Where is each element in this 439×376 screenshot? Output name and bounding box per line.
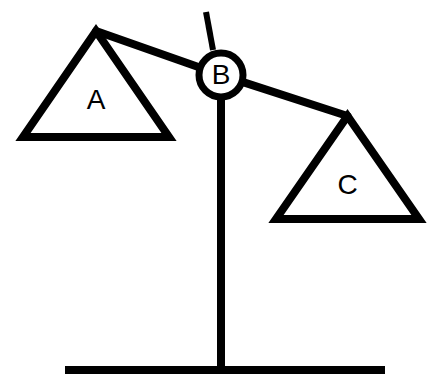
pan-triangle-path: [276, 116, 419, 219]
pan-triangle: A: [18, 26, 174, 142]
pan-triangle-path: [23, 31, 169, 137]
pan-triangle-outline: [271, 111, 424, 224]
pan-triangle: C: [271, 111, 424, 224]
node-letter: C: [337, 169, 357, 201]
pivot-circle-path: [199, 53, 243, 97]
node-letter: B: [212, 59, 231, 91]
pivot-circle: B: [195, 49, 247, 101]
stand-tick: [206, 12, 213, 50]
beam-arm: [244, 82, 348, 116]
stand-post: [217, 95, 225, 372]
node-letter: A: [87, 84, 106, 116]
stand-base: [65, 366, 385, 374]
